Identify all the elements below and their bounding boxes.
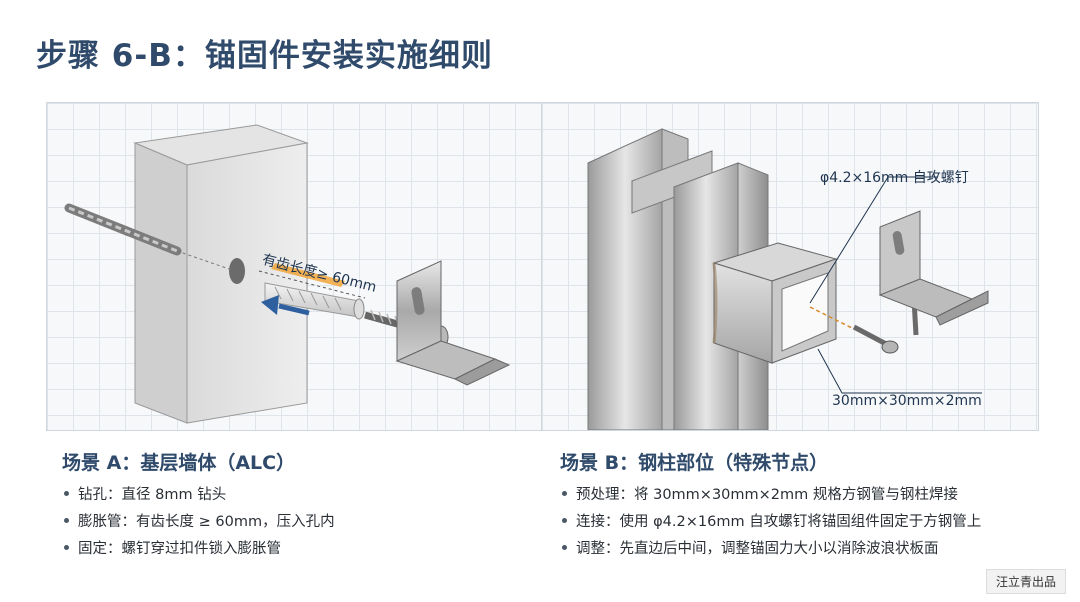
bullet-dot [64, 517, 69, 523]
scene-b-list: 预处理：将 30mm×30mm×2mm 规格方钢管与钢柱焊接 连接：使用 φ4.… [562, 482, 981, 563]
bullet-dot [562, 490, 567, 496]
screw-spec-label: φ4.2×16mm 自攻螺钉 [820, 170, 969, 186]
bullet-dot [562, 544, 567, 550]
bullet-dot [562, 517, 567, 523]
tube-spec-label: 30mm×30mm×2mm [832, 393, 982, 409]
anchor-clip-bracket [395, 260, 511, 386]
diagram-panel-alc-wall: 有齿长度≥ 60mm [46, 102, 542, 431]
expansion-plug [264, 282, 365, 320]
scene-a-list: 钻孔：直径 8mm 钻头 膨胀管：有齿长度 ≥ 60mm，压入孔内 固定：螺钉穿… [64, 482, 335, 563]
page-title: 步骤 6-B：锚固件安装实施细则 [36, 38, 493, 74]
h-steel-column [587, 128, 769, 430]
bullet-dot [64, 544, 69, 550]
scene-b-heading: 场景 B：钢柱部位（特殊节点） [560, 452, 829, 474]
list-item: 预处理：将 30mm×30mm×2mm 规格方钢管与钢柱焊接 [562, 482, 981, 509]
drill-bit [64, 203, 236, 272]
list-item: 钻孔：直径 8mm 钻头 [64, 482, 335, 509]
steel-column-illustration [587, 128, 989, 430]
list-item: 固定：螺钉穿过扣件锁入膨胀管 [64, 536, 335, 563]
diagram-panel-steel-column: φ4.2×16mm 自攻螺钉 30mm×30mm×2mm [541, 102, 1039, 431]
alc-block [133, 124, 309, 424]
scene-a-heading: 场景 A：基层墙体（ALC） [62, 452, 296, 474]
list-item: 连接：使用 φ4.2×16mm 自攻螺钉将锚固组件固定于方钢管上 [562, 509, 981, 536]
insertion-arrow [261, 295, 310, 316]
list-item: 调整：先直边后中间，调整锚固力大小以消除波浪状板面 [562, 536, 981, 563]
anchor-clip-bracket-b [878, 210, 989, 326]
list-item: 膨胀管：有齿长度 ≥ 60mm，压入孔内 [64, 509, 335, 536]
bullet-dot [64, 490, 69, 496]
alc-wall-illustration [64, 124, 511, 424]
square-steel-tube [712, 242, 838, 364]
watermark-stamp: 汪立青出品 [985, 569, 1066, 594]
